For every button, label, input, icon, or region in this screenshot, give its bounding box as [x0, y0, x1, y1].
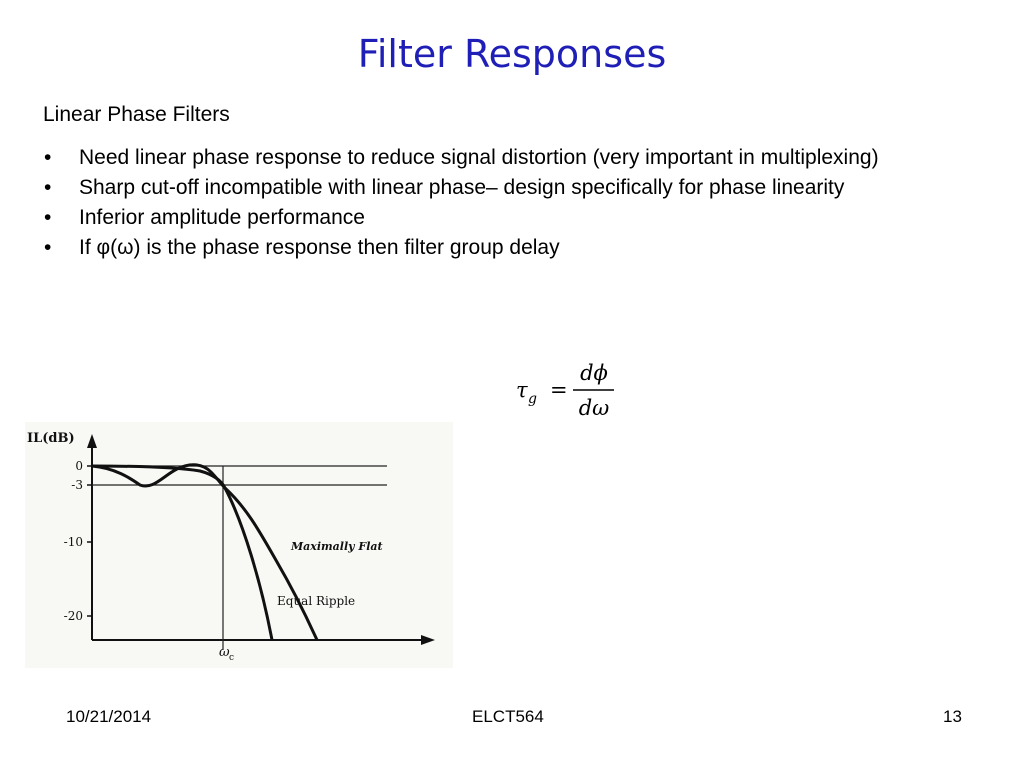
- bullet-text: Inferior amplitude performance: [79, 206, 365, 229]
- y-tick-label: -20: [64, 609, 83, 623]
- figure-background: [25, 422, 453, 668]
- bullet-item: • If φ(ω) is the phase response then fil…: [42, 233, 942, 263]
- formula-tau: τ: [516, 378, 528, 402]
- group-delay-formula: τ g = dϕ dω: [516, 361, 614, 420]
- equal-ripple-label: Equal Ripple: [277, 594, 355, 608]
- bullet-text: If φ(ω) is the phase response then filte…: [79, 236, 560, 259]
- formula-denominator: dω: [579, 396, 610, 420]
- slide-title: Filter Responses: [357, 32, 667, 76]
- x-axis-arrow: [421, 635, 435, 645]
- bullet-marker: •: [44, 176, 52, 199]
- x-axis-label: ω: [219, 645, 230, 660]
- bullet-text: Need linear phase response to reduce sig…: [79, 146, 879, 169]
- bullet-text: Sharp cut-off incompatible with linear p…: [79, 176, 845, 199]
- x-axis-label-subscript: c: [229, 653, 234, 663]
- y-tick-label: -3: [71, 478, 83, 492]
- bullet-item: • Need linear phase response to reduce s…: [42, 143, 942, 173]
- bullet-marker: •: [44, 206, 52, 229]
- bullet-item: • Inferior amplitude performance: [42, 203, 942, 233]
- y-axis-arrow: [87, 434, 97, 448]
- formula-numerator: dϕ: [580, 361, 608, 385]
- slide-subtitle: Linear Phase Filters: [43, 103, 230, 126]
- bullet-list: • Need linear phase response to reduce s…: [42, 143, 942, 263]
- footer-date: 10/21/2014: [66, 707, 152, 726]
- formula-subscript-g: g: [528, 391, 537, 407]
- y-tick-label: 0: [75, 459, 83, 473]
- footer-page-number: 13: [943, 707, 962, 726]
- equal-ripple-curve: [91, 463, 319, 641]
- formula-equals: =: [550, 378, 568, 402]
- maximally-flat-label: Maximally Flat: [290, 540, 383, 553]
- bullet-marker: •: [44, 236, 52, 259]
- bullet-marker: •: [44, 146, 52, 169]
- bullet-item: • Sharp cut-off incompatible with linear…: [42, 173, 942, 203]
- y-tick-label: -10: [64, 535, 83, 549]
- footer-course: ELCT564: [472, 707, 544, 726]
- insertion-loss-figure: IL(dB) 0 -3 -10 -20 ω c Maximally Flat E…: [25, 422, 453, 668]
- y-axis-label: IL(dB): [27, 431, 75, 446]
